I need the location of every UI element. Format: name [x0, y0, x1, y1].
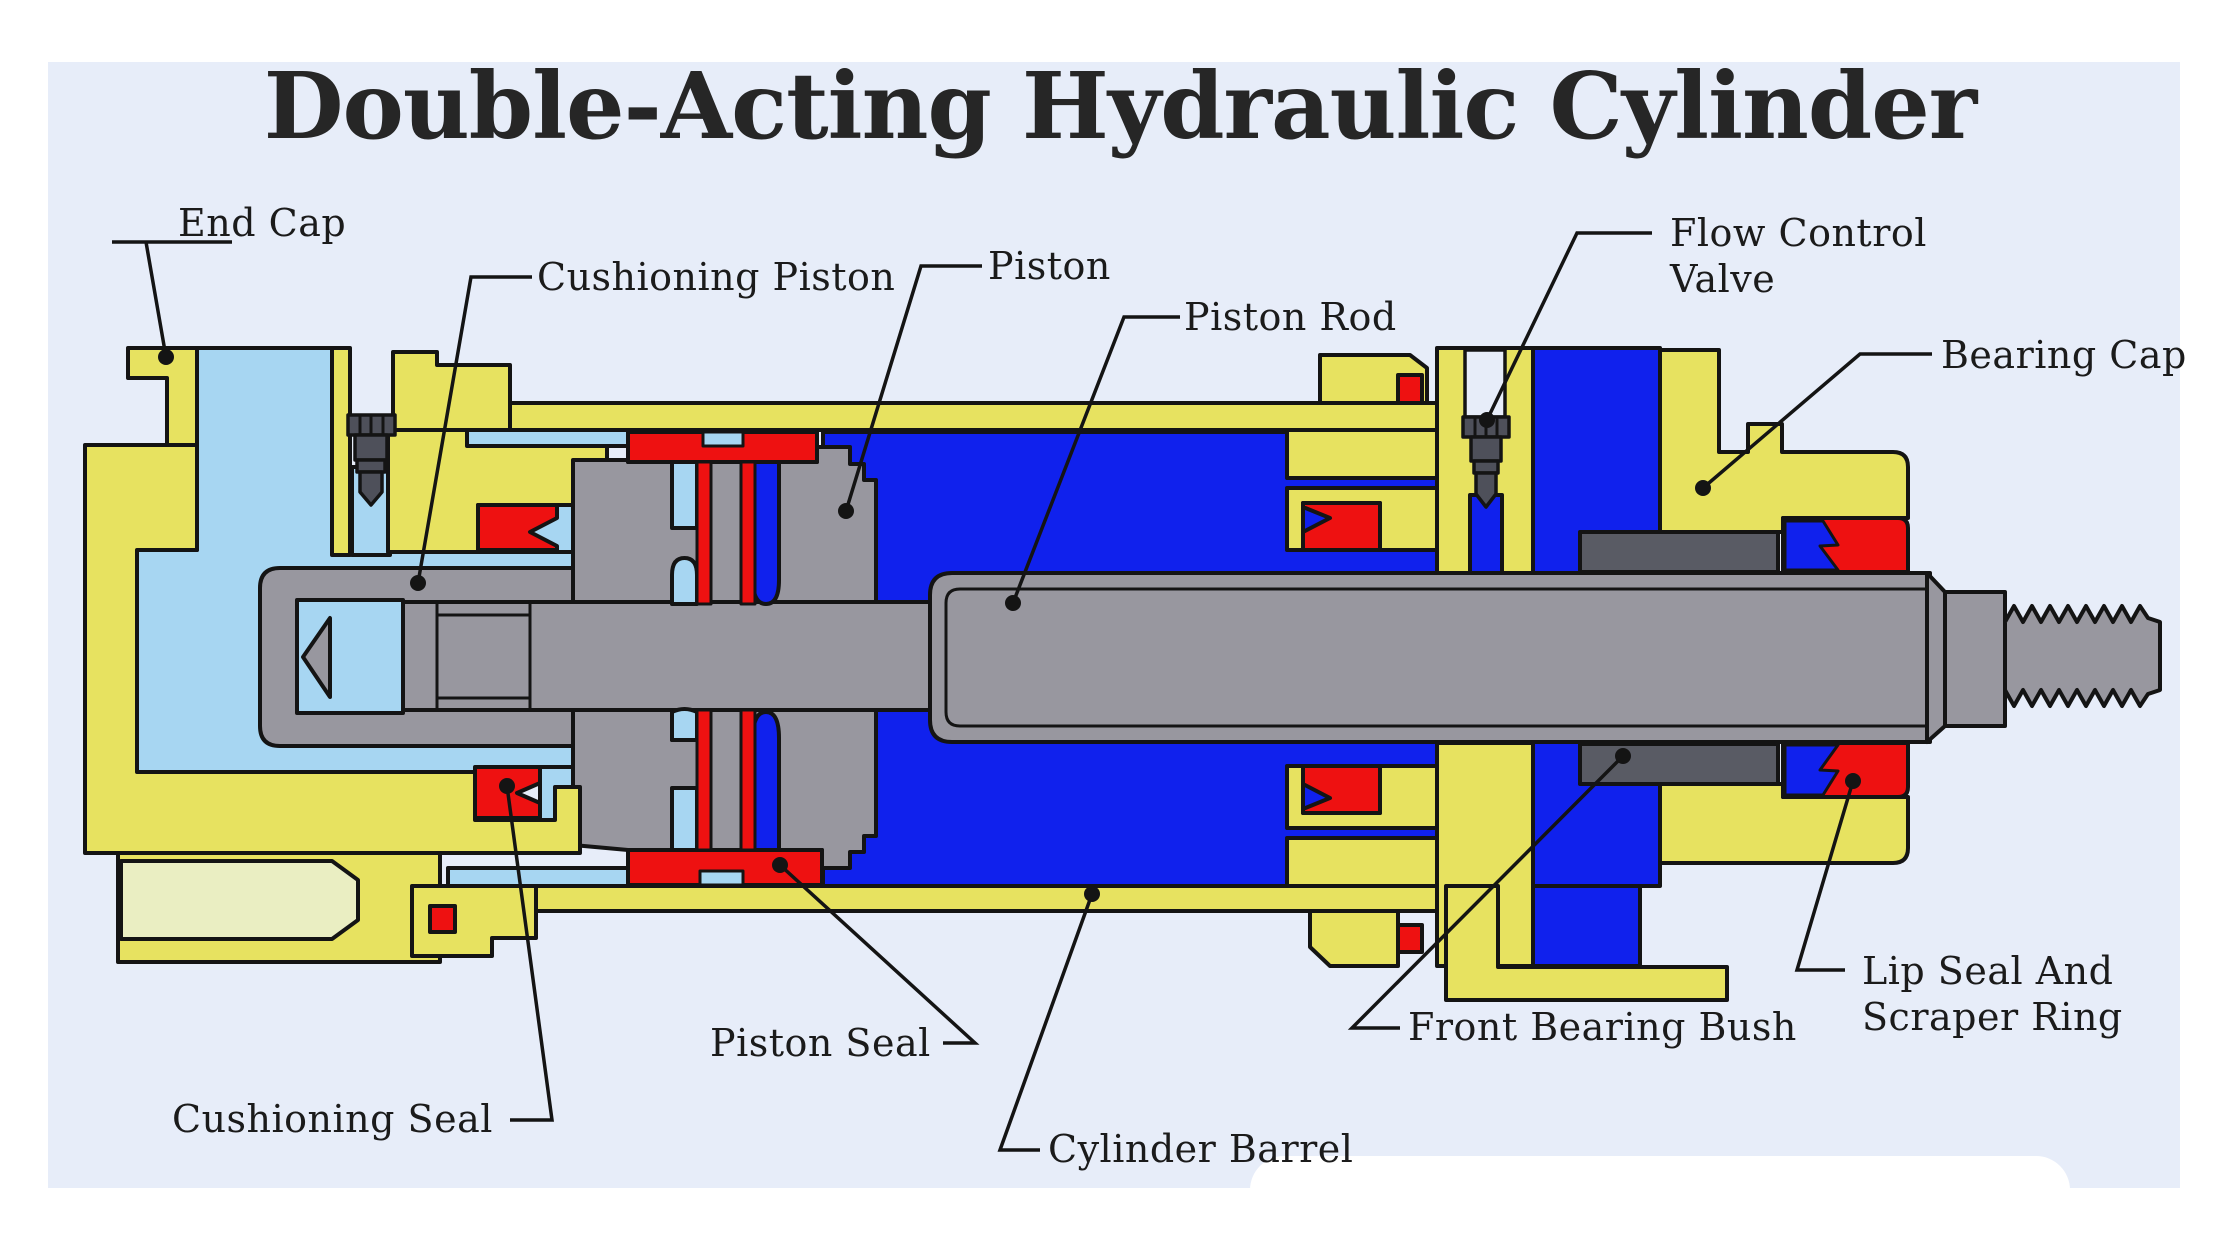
valve-recess	[1463, 348, 1507, 419]
label-end-cap: End Cap	[178, 201, 347, 245]
leader-lines	[112, 231, 1932, 1152]
label-cushioning-piston: Cushioning Piston	[537, 255, 896, 299]
label-lip-seal-scraper: Lip Seal And Scraper Ring	[1862, 948, 2123, 1040]
label-flow-control-valve: Flow Control Valve	[1670, 210, 1927, 302]
label-lip-seal-line2: Scraper Ring	[1862, 995, 2123, 1039]
air-bleed-valve-shape	[346, 413, 397, 507]
label-piston: Piston	[988, 244, 1111, 288]
label-bearing-cap: Bearing Cap	[1941, 333, 2187, 377]
piston-shape	[571, 445, 878, 870]
label-flow-control-line2: Valve	[1670, 257, 1776, 301]
label-cushioning-seal: Cushioning Seal	[172, 1097, 493, 1141]
label-piston-rod: Piston Rod	[1184, 295, 1397, 339]
label-front-bearing-bush: Front Bearing Bush	[1408, 1005, 1797, 1049]
mounting-foot	[116, 851, 538, 964]
label-piston-seal: Piston Seal	[710, 1021, 931, 1065]
page-corner-cut	[1250, 1156, 2070, 1226]
diagram-title: Double-Acting Hydraulic Cylinder	[263, 52, 1978, 160]
lip-seal-scraper-shape	[1781, 516, 1910, 799]
label-lip-seal-line1: Lip Seal And	[1862, 949, 2114, 993]
piston-rod-shape	[401, 571, 2162, 744]
end-cap-shape	[83, 346, 582, 855]
piston-seal-shape	[626, 430, 824, 887]
rod-gland-seal-shape	[1301, 501, 1382, 815]
label-cylinder-barrel: Cylinder Barrel	[1048, 1127, 1354, 1171]
port-seal-shape	[428, 373, 1424, 954]
label-flow-control-line1: Flow Control	[1670, 211, 1927, 255]
